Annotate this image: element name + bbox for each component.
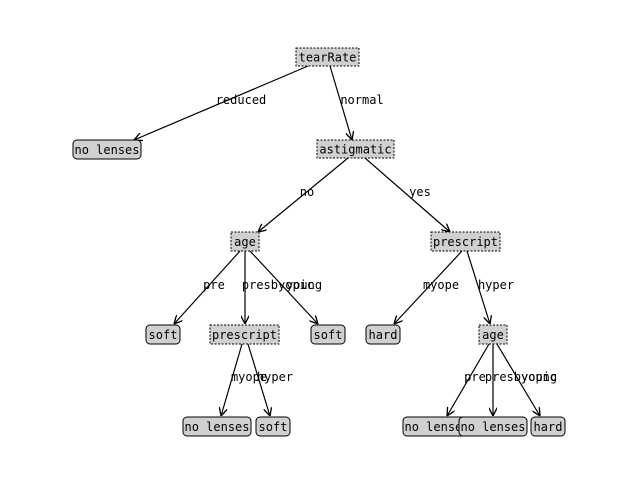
leaf-label: no lenses: [74, 143, 139, 157]
tree-nodes: tearRate astigmatic age prescript prescr…: [72, 47, 566, 437]
edge-astigmatic-no: [258, 157, 349, 232]
node-label-age: age: [482, 328, 504, 342]
leaf-label: no lenses: [184, 420, 249, 434]
tree-edge-labels: reduced normal no yes pre presbyopic you…: [203, 93, 557, 384]
decision-node-tearrate: tearRate: [295, 47, 360, 67]
edge-label-reduced: reduced: [216, 93, 267, 107]
edge-label-myope: myope: [231, 370, 267, 384]
edge-label-hyper: hyper: [257, 370, 293, 384]
leaf-label: no lenses: [404, 420, 469, 434]
edge-label-presbyopic: presbyopic: [485, 370, 557, 384]
leaf-node-no-lenses: no lenses: [402, 416, 472, 437]
leaf-node-soft: soft: [310, 324, 346, 345]
edge-age2-pre: [447, 343, 490, 416]
edge-tearrate-normal: [329, 65, 352, 140]
edge-label-normal: normal: [340, 93, 383, 107]
edge-label-pre: pre: [203, 278, 225, 292]
edge-label-no: no: [300, 185, 314, 199]
decision-node-age-1: age: [230, 231, 260, 252]
leaf-node-hard: hard: [530, 416, 566, 437]
leaf-label: hard: [369, 328, 398, 342]
tree-edges: [134, 65, 540, 416]
edge-prescript1-myope: [394, 250, 463, 324]
decision-node-prescript-2: prescript: [209, 324, 280, 345]
leaf-label: soft: [149, 328, 178, 342]
leaf-label: soft: [314, 328, 343, 342]
edge-label-hyper: hyper: [478, 278, 514, 292]
node-label-tearrate: tearRate: [299, 51, 357, 65]
decision-node-age-2: age: [478, 324, 508, 345]
edge-label-yes: yes: [409, 185, 431, 199]
decision-node-astigmatic: astigmatic: [316, 139, 395, 159]
edge-label-pre: pre: [464, 370, 486, 384]
leaf-label: no lenses: [460, 420, 525, 434]
leaf-label: soft: [259, 420, 288, 434]
leaf-label: hard: [534, 420, 563, 434]
edge-prescript2-hyper: [247, 343, 270, 416]
node-label-prescript: prescript: [433, 235, 498, 249]
edge-prescript1-hyper: [466, 250, 490, 324]
edge-prescript2-myope: [221, 343, 243, 416]
node-label-age: age: [234, 235, 256, 249]
edge-label-young: young: [521, 370, 557, 384]
edge-label-presbyopic: presbyopic: [242, 278, 314, 292]
leaf-node-no-lenses: no lenses: [182, 416, 252, 437]
decision-node-prescript-1: prescript: [430, 231, 501, 252]
leaf-node-no-lenses: no lenses: [72, 139, 142, 160]
leaf-node-hard: hard: [365, 324, 401, 345]
leaf-node-no-lenses: no lenses: [458, 416, 528, 437]
edge-astigmatic-yes: [364, 157, 450, 232]
leaf-node-soft: soft: [255, 416, 291, 437]
edge-label-young: young: [286, 278, 322, 292]
edge-label-myope: myope: [423, 278, 459, 292]
edge-age1-young: [249, 250, 318, 324]
edge-age2-young: [496, 343, 540, 416]
leaf-node-soft: soft: [145, 324, 181, 345]
node-label-prescript: prescript: [212, 328, 277, 342]
edge-age1-pre: [174, 250, 241, 324]
edge-tearrate-reduced: [134, 65, 309, 140]
node-label-astigmatic: astigmatic: [319, 143, 391, 157]
